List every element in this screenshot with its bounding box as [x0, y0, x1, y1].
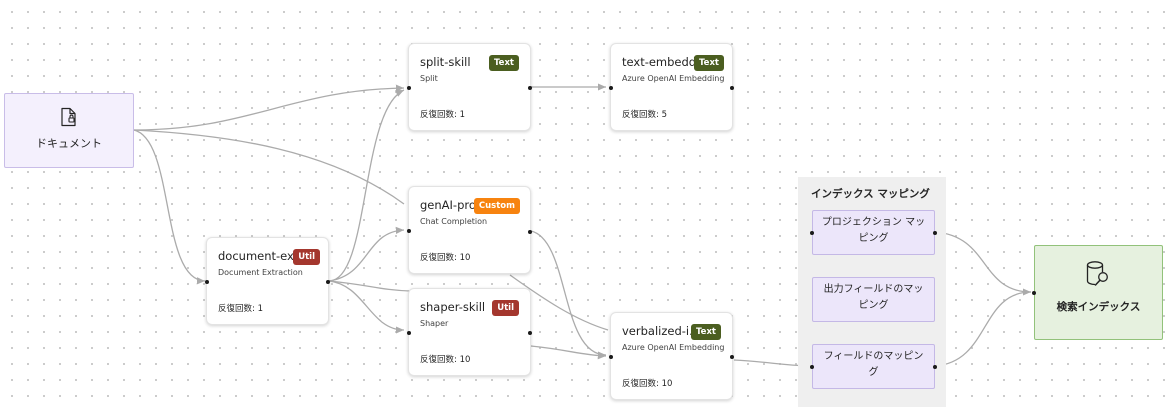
mapping-projection[interactable]: プロジェクション マッピング — [810, 210, 937, 255]
skill-subtitle: Document Extraction — [218, 268, 303, 277]
search-index-icon — [1086, 260, 1112, 292]
input-handle[interactable] — [810, 231, 814, 235]
input-handle[interactable] — [407, 86, 411, 90]
index-mappings-title: インデックス マッピング — [811, 188, 930, 200]
output-handle[interactable] — [528, 331, 532, 335]
skill-badge: Custom — [473, 198, 520, 214]
skill-iterations: 反復回数: 5 — [622, 110, 667, 120]
edge-docext-split — [328, 89, 405, 282]
edge-document-split — [133, 84, 405, 131]
skill-title: genAI-pro... — [420, 198, 487, 212]
mapping-label: プロジェクション マッピング — [821, 217, 926, 244]
document-node[interactable]: ドキュメント — [4, 93, 134, 168]
edge-docext-genai — [328, 226, 405, 282]
skill-iterations: 反復回数: 10 — [622, 379, 673, 389]
skill-title: document-ex... — [218, 249, 305, 263]
output-handle[interactable] — [730, 355, 734, 359]
skill-node-shaper[interactable]: shaper-skill Util Shaper 反復回数: 10 — [407, 288, 532, 376]
skill-title: shaper-skill — [420, 300, 486, 314]
edge-document-docext — [133, 129, 206, 285]
skill-node-text-embedding[interactable]: text-embedd... Text Azure OpenAI Embeddi… — [609, 43, 734, 131]
edge-mapping3-index — [934, 291, 1032, 367]
skill-subtitle: Chat Completion — [420, 217, 488, 226]
index-mappings-group: インデックス マッピング プロジェクション マッピング 出力フィールドのマッピン… — [798, 177, 946, 407]
skill-subtitle: Shaper — [420, 319, 449, 328]
skill-subtitle: Split — [420, 74, 438, 83]
output-handle[interactable] — [933, 365, 937, 369]
input-handle[interactable] — [407, 229, 411, 233]
mapping-label: 出力フィールドのマッピング — [823, 284, 924, 311]
skill-node-genai[interactable]: genAI-pro... Custom Chat Completion 反復回数… — [407, 186, 532, 274]
skill-subtitle: Azure OpenAI Embedding — [622, 343, 725, 352]
search-index-node[interactable]: 検索インデックス — [1032, 245, 1163, 340]
skill-title: text-embedd... — [622, 55, 708, 69]
mapping-output-fields[interactable]: 出力フィールドのマッピング — [812, 277, 935, 322]
input-handle[interactable] — [609, 355, 613, 359]
skill-badge: Util — [492, 300, 519, 316]
skill-badge: Util — [293, 249, 320, 265]
edge-docext-shaper-b — [328, 280, 411, 292]
output-handle[interactable] — [528, 86, 532, 90]
skill-iterations: 反復回数: 10 — [420, 355, 471, 365]
document-icon — [60, 107, 78, 131]
search-index-label: 検索インデックス — [1056, 301, 1141, 313]
skill-badge: Text — [489, 55, 519, 71]
skill-subtitle: Azure OpenAI Embedding — [622, 74, 725, 83]
edge-shaper-verbalized — [530, 345, 607, 360]
output-handle[interactable] — [528, 230, 532, 234]
output-handle[interactable] — [933, 231, 937, 235]
skill-iterations: 反復回数: 10 — [420, 253, 471, 263]
output-handle[interactable] — [326, 280, 330, 284]
skill-iterations: 反復回数: 1 — [420, 110, 465, 120]
input-handle[interactable] — [810, 365, 814, 369]
skill-title: split-skill — [420, 55, 471, 69]
skill-badge: Text — [694, 55, 724, 71]
edge-docext-shaper — [328, 280, 405, 334]
edge-genai-verbalized — [530, 230, 607, 359]
skill-title: verbalized-i... — [622, 324, 701, 338]
document-label: ドキュメント — [36, 137, 102, 150]
input-handle[interactable] — [609, 86, 613, 90]
edge-document-genai — [133, 129, 405, 205]
input-handle[interactable] — [407, 331, 411, 335]
skill-node-verbalized[interactable]: verbalized-i... Text Azure OpenAI Embedd… — [609, 312, 734, 400]
mapping-label: フィールドのマッピング — [823, 351, 924, 378]
skill-node-split[interactable]: split-skill Text Split 反復回数: 1 — [407, 43, 532, 131]
skill-iterations: 反復回数: 1 — [218, 304, 263, 314]
skill-node-document-extraction[interactable]: document-ex... Util Document Extraction … — [205, 237, 330, 325]
edge-mapping1-index — [934, 231, 1032, 296]
output-handle[interactable] — [730, 86, 734, 90]
input-handle[interactable] — [205, 280, 209, 284]
input-handle[interactable] — [1032, 291, 1036, 295]
skill-badge: Text — [691, 324, 721, 340]
mapping-fields[interactable]: フィールドのマッピング — [810, 344, 937, 389]
